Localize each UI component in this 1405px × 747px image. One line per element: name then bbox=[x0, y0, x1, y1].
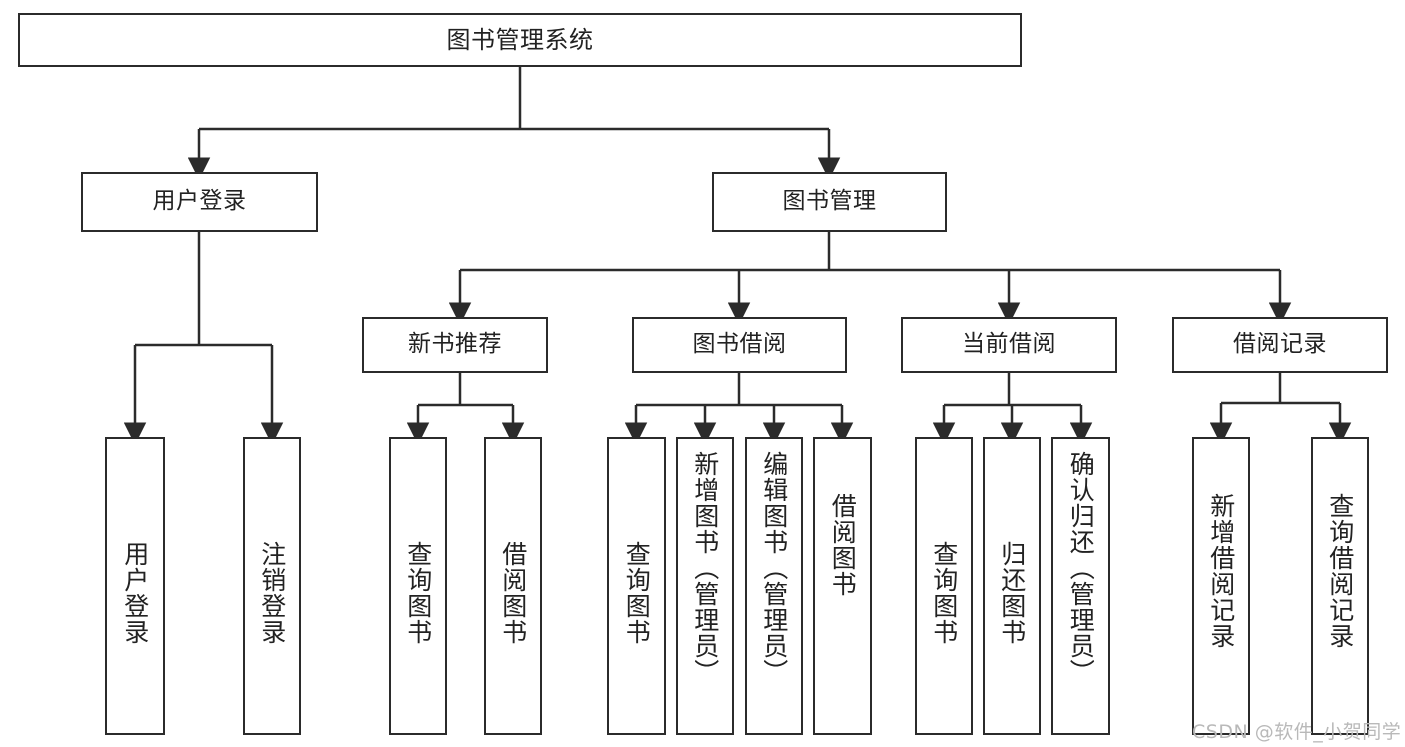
node-leaf-borrow-book-2[interactable]: 借阅图书 bbox=[813, 437, 872, 735]
node-leaf-confirm-return-label: 确认归还（管理员） bbox=[1066, 451, 1096, 685]
node-borrow-record-label: 借阅记录 bbox=[1233, 331, 1327, 358]
node-leaf-query-book-3[interactable]: 查询图书 bbox=[915, 437, 973, 735]
node-leaf-query-record-label: 查询借阅记录 bbox=[1325, 493, 1355, 649]
node-leaf-add-book[interactable]: 新增图书（管理员） bbox=[676, 437, 734, 735]
node-borrow-record[interactable]: 借阅记录 bbox=[1172, 317, 1388, 373]
node-user-login[interactable]: 用户登录 bbox=[81, 172, 318, 232]
node-leaf-edit-book-label: 编辑图书（管理员） bbox=[759, 451, 789, 685]
node-leaf-query-book-2-label: 查询图书 bbox=[622, 541, 652, 645]
node-root[interactable]: 图书管理系统 bbox=[18, 13, 1022, 67]
node-leaf-logout-label: 注销登录 bbox=[257, 541, 287, 645]
node-leaf-edit-book[interactable]: 编辑图书（管理员） bbox=[745, 437, 803, 735]
node-leaf-query-book-3-label: 查询图书 bbox=[929, 541, 959, 645]
node-current-borrow-label: 当前借阅 bbox=[962, 331, 1056, 358]
node-book-borrow-label: 图书借阅 bbox=[692, 331, 787, 358]
node-book-manage[interactable]: 图书管理 bbox=[712, 172, 947, 232]
node-leaf-user-login-label: 用户登录 bbox=[120, 541, 150, 645]
node-leaf-user-login[interactable]: 用户登录 bbox=[105, 437, 165, 735]
node-leaf-return-book-label: 归还图书 bbox=[997, 541, 1027, 645]
node-leaf-confirm-return[interactable]: 确认归还（管理员） bbox=[1051, 437, 1110, 735]
node-book-manage-label: 图书管理 bbox=[782, 188, 877, 215]
node-user-login-label: 用户登录 bbox=[152, 188, 247, 215]
node-leaf-borrow-book-1-label: 借阅图书 bbox=[498, 541, 528, 645]
node-book-borrow[interactable]: 图书借阅 bbox=[632, 317, 847, 373]
node-leaf-return-book[interactable]: 归还图书 bbox=[983, 437, 1041, 735]
node-leaf-borrow-book-1[interactable]: 借阅图书 bbox=[484, 437, 542, 735]
node-root-label: 图书管理系统 bbox=[446, 25, 594, 54]
node-leaf-add-record[interactable]: 新增借阅记录 bbox=[1192, 437, 1250, 735]
node-new-book-recommend-label: 新书推荐 bbox=[408, 331, 502, 358]
node-leaf-logout[interactable]: 注销登录 bbox=[243, 437, 301, 735]
csdn-watermark: CSDN @软件_小贺同学 bbox=[1192, 721, 1402, 743]
node-leaf-query-book-2[interactable]: 查询图书 bbox=[607, 437, 666, 735]
node-current-borrow[interactable]: 当前借阅 bbox=[901, 317, 1117, 373]
node-leaf-add-record-label: 新增借阅记录 bbox=[1206, 493, 1236, 649]
node-leaf-query-record[interactable]: 查询借阅记录 bbox=[1311, 437, 1369, 735]
node-leaf-query-book-1[interactable]: 查询图书 bbox=[389, 437, 447, 735]
node-leaf-query-book-1-label: 查询图书 bbox=[403, 541, 433, 645]
node-new-book-recommend[interactable]: 新书推荐 bbox=[362, 317, 548, 373]
node-leaf-add-book-label: 新增图书（管理员） bbox=[690, 451, 720, 685]
node-leaf-borrow-book-2-label: 借阅图书 bbox=[828, 493, 858, 597]
